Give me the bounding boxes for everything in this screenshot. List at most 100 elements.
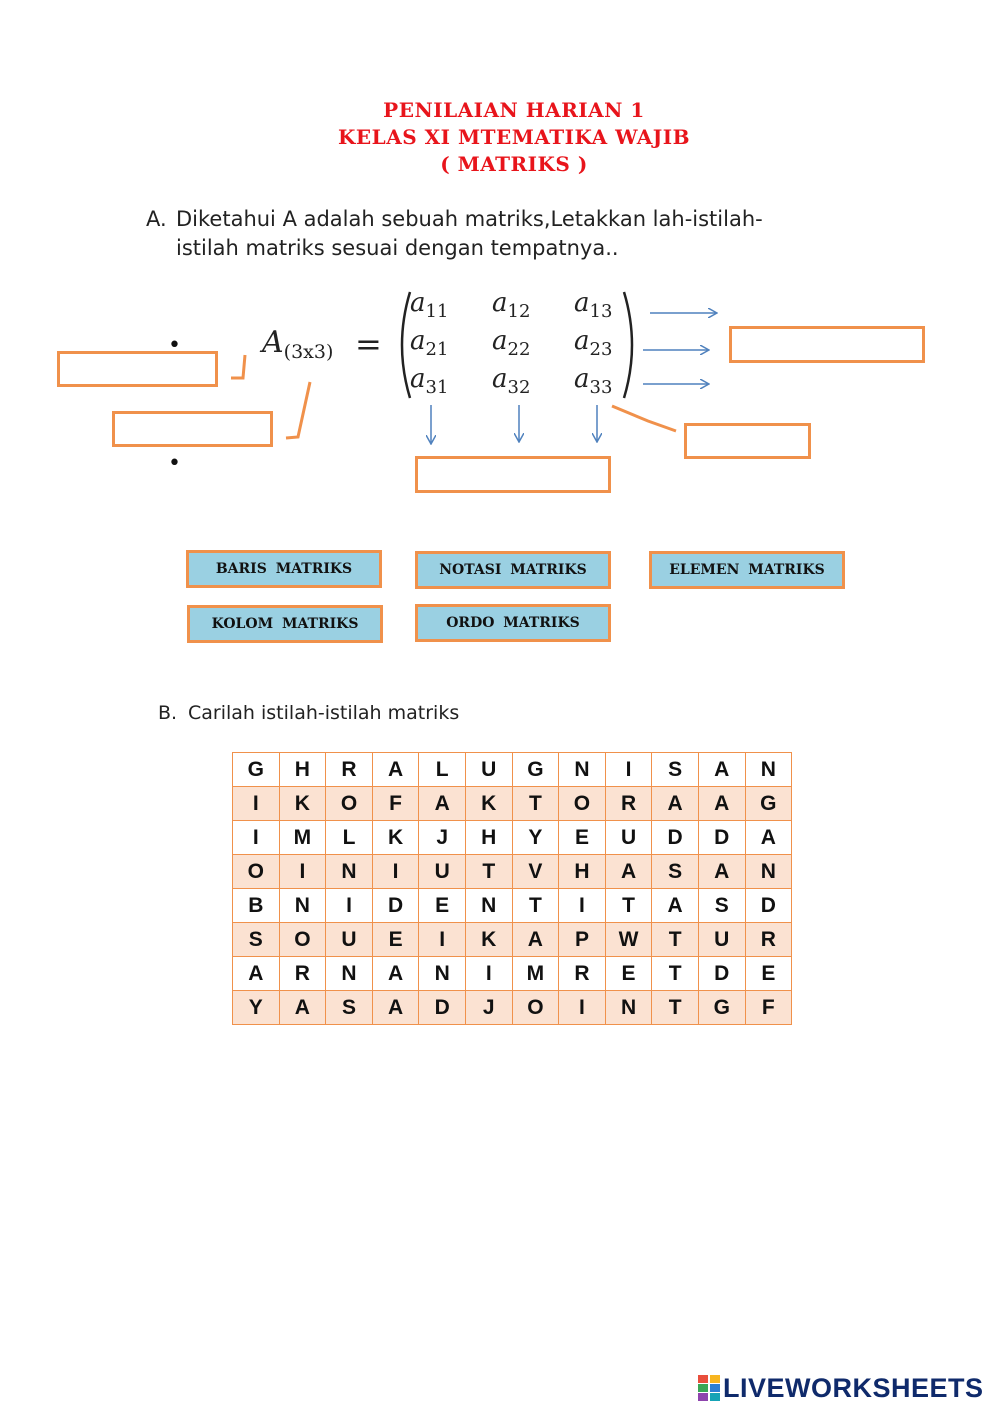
grid-cell[interactable]: N: [604, 990, 653, 1025]
grid-cell[interactable]: R: [278, 956, 327, 991]
grid-cell[interactable]: I: [371, 854, 420, 889]
grid-cell[interactable]: P: [558, 922, 606, 957]
drop-box-column[interactable]: [415, 456, 611, 493]
grid-cell[interactable]: E: [558, 820, 606, 855]
grid-cell[interactable]: J: [464, 990, 513, 1025]
grid-cell[interactable]: T: [464, 854, 513, 889]
grid-cell[interactable]: I: [232, 786, 280, 821]
grid-cell[interactable]: N: [325, 854, 373, 889]
grid-cell[interactable]: F: [744, 990, 793, 1025]
grid-cell[interactable]: L: [418, 752, 466, 787]
grid-cell[interactable]: A: [697, 854, 746, 889]
grid-cell[interactable]: R: [325, 752, 373, 787]
grid-cell[interactable]: E: [744, 956, 793, 991]
grid-cell[interactable]: R: [558, 956, 606, 991]
grid-cell[interactable]: A: [511, 922, 560, 957]
grid-cell[interactable]: I: [325, 888, 373, 923]
grid-cell[interactable]: B: [232, 888, 280, 923]
grid-cell[interactable]: V: [511, 854, 560, 889]
choice-notasi-matriks[interactable]: NOTASI MATRIKS: [415, 551, 611, 589]
grid-cell[interactable]: U: [464, 752, 513, 787]
grid-cell[interactable]: D: [697, 956, 746, 991]
grid-cell[interactable]: A: [371, 990, 420, 1025]
grid-cell[interactable]: A: [744, 820, 793, 855]
grid-cell[interactable]: D: [651, 820, 699, 855]
grid-cell[interactable]: A: [371, 752, 420, 787]
choice-baris-matriks[interactable]: BARIS MATRIKS: [186, 550, 382, 588]
grid-cell[interactable]: A: [278, 990, 327, 1025]
grid-cell[interactable]: N: [744, 854, 793, 889]
grid-cell[interactable]: N: [418, 956, 466, 991]
grid-cell[interactable]: D: [371, 888, 420, 923]
grid-cell[interactable]: D: [418, 990, 466, 1025]
grid-cell[interactable]: K: [371, 820, 420, 855]
drop-box-notation[interactable]: [57, 351, 218, 387]
grid-cell[interactable]: T: [511, 786, 560, 821]
grid-cell[interactable]: A: [604, 854, 653, 889]
grid-cell[interactable]: I: [418, 922, 466, 957]
grid-cell[interactable]: I: [604, 752, 653, 787]
grid-cell[interactable]: I: [464, 956, 513, 991]
grid-cell[interactable]: A: [651, 786, 699, 821]
grid-cell[interactable]: U: [604, 820, 653, 855]
grid-cell[interactable]: D: [697, 820, 746, 855]
grid-cell[interactable]: A: [232, 956, 280, 991]
grid-cell[interactable]: S: [325, 990, 373, 1025]
grid-cell[interactable]: N: [278, 888, 327, 923]
grid-cell[interactable]: A: [651, 888, 699, 923]
grid-cell[interactable]: K: [464, 922, 513, 957]
drop-box-row[interactable]: [729, 326, 925, 363]
grid-cell[interactable]: T: [511, 888, 560, 923]
choice-ordo-matriks[interactable]: ORDO MATRIKS: [415, 604, 611, 642]
grid-cell[interactable]: S: [232, 922, 280, 957]
grid-cell[interactable]: S: [651, 854, 699, 889]
grid-cell[interactable]: O: [511, 990, 560, 1025]
grid-cell[interactable]: U: [418, 854, 466, 889]
grid-cell[interactable]: H: [278, 752, 327, 787]
choice-elemen-matriks[interactable]: ELEMEN MATRIKS: [649, 551, 845, 589]
grid-cell[interactable]: J: [418, 820, 466, 855]
grid-cell[interactable]: I: [232, 820, 280, 855]
grid-cell[interactable]: A: [371, 956, 420, 991]
grid-cell[interactable]: Y: [232, 990, 280, 1025]
grid-cell[interactable]: A: [697, 786, 746, 821]
grid-cell[interactable]: A: [418, 786, 466, 821]
grid-cell[interactable]: E: [604, 956, 653, 991]
grid-cell[interactable]: G: [232, 752, 280, 787]
grid-cell[interactable]: K: [278, 786, 327, 821]
grid-cell[interactable]: E: [418, 888, 466, 923]
grid-cell[interactable]: S: [651, 752, 699, 787]
grid-cell[interactable]: O: [325, 786, 373, 821]
grid-cell[interactable]: K: [464, 786, 513, 821]
grid-cell[interactable]: N: [464, 888, 513, 923]
grid-cell[interactable]: O: [278, 922, 327, 957]
grid-cell[interactable]: T: [651, 922, 699, 957]
grid-cell[interactable]: L: [325, 820, 373, 855]
grid-cell[interactable]: N: [558, 752, 606, 787]
grid-cell[interactable]: S: [697, 888, 746, 923]
grid-cell[interactable]: G: [511, 752, 560, 787]
grid-cell[interactable]: A: [697, 752, 746, 787]
grid-cell[interactable]: F: [371, 786, 420, 821]
drop-box-order[interactable]: [112, 411, 273, 447]
grid-cell[interactable]: N: [744, 752, 793, 787]
grid-cell[interactable]: E: [371, 922, 420, 957]
grid-cell[interactable]: T: [604, 888, 653, 923]
grid-cell[interactable]: T: [651, 956, 699, 991]
grid-cell[interactable]: I: [278, 854, 327, 889]
grid-cell[interactable]: T: [651, 990, 699, 1025]
grid-cell[interactable]: R: [744, 922, 793, 957]
grid-cell[interactable]: D: [744, 888, 793, 923]
grid-cell[interactable]: N: [325, 956, 373, 991]
grid-cell[interactable]: G: [697, 990, 746, 1025]
grid-cell[interactable]: R: [604, 786, 653, 821]
grid-cell[interactable]: Y: [511, 820, 560, 855]
grid-cell[interactable]: H: [464, 820, 513, 855]
grid-cell[interactable]: O: [232, 854, 280, 889]
grid-cell[interactable]: I: [558, 888, 606, 923]
grid-cell[interactable]: G: [744, 786, 793, 821]
grid-cell[interactable]: M: [511, 956, 560, 991]
grid-cell[interactable]: O: [558, 786, 606, 821]
grid-cell[interactable]: W: [604, 922, 653, 957]
grid-cell[interactable]: I: [558, 990, 606, 1025]
